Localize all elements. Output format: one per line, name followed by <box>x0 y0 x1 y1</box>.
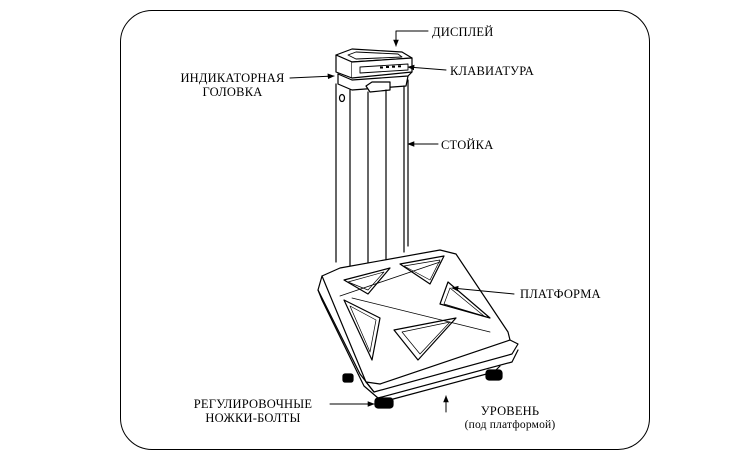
label-keyboard: КЛАВИАТУРА <box>450 64 535 78</box>
label-platform: ПЛАТФОРМА <box>520 287 601 301</box>
label-display: ДИСПЛЕЙ <box>432 25 494 39</box>
label-indicator-head: ИНДИКАТОРНАЯ ГОЛОВКА <box>180 71 285 99</box>
label-adjusting-feet: РЕГУЛИРОВОЧНЫЕ НОЖКИ-БОЛТЫ <box>193 397 313 425</box>
column <box>335 79 409 271</box>
label-level: УРОВЕНЬ (под платформой) <box>464 404 556 431</box>
leader-lines <box>289 30 515 413</box>
diagram-frame <box>120 10 650 450</box>
indicator-head <box>335 48 413 91</box>
label-column: СТОЙКА <box>441 138 494 152</box>
platform <box>317 249 519 403</box>
adjusting-feet <box>342 369 503 409</box>
